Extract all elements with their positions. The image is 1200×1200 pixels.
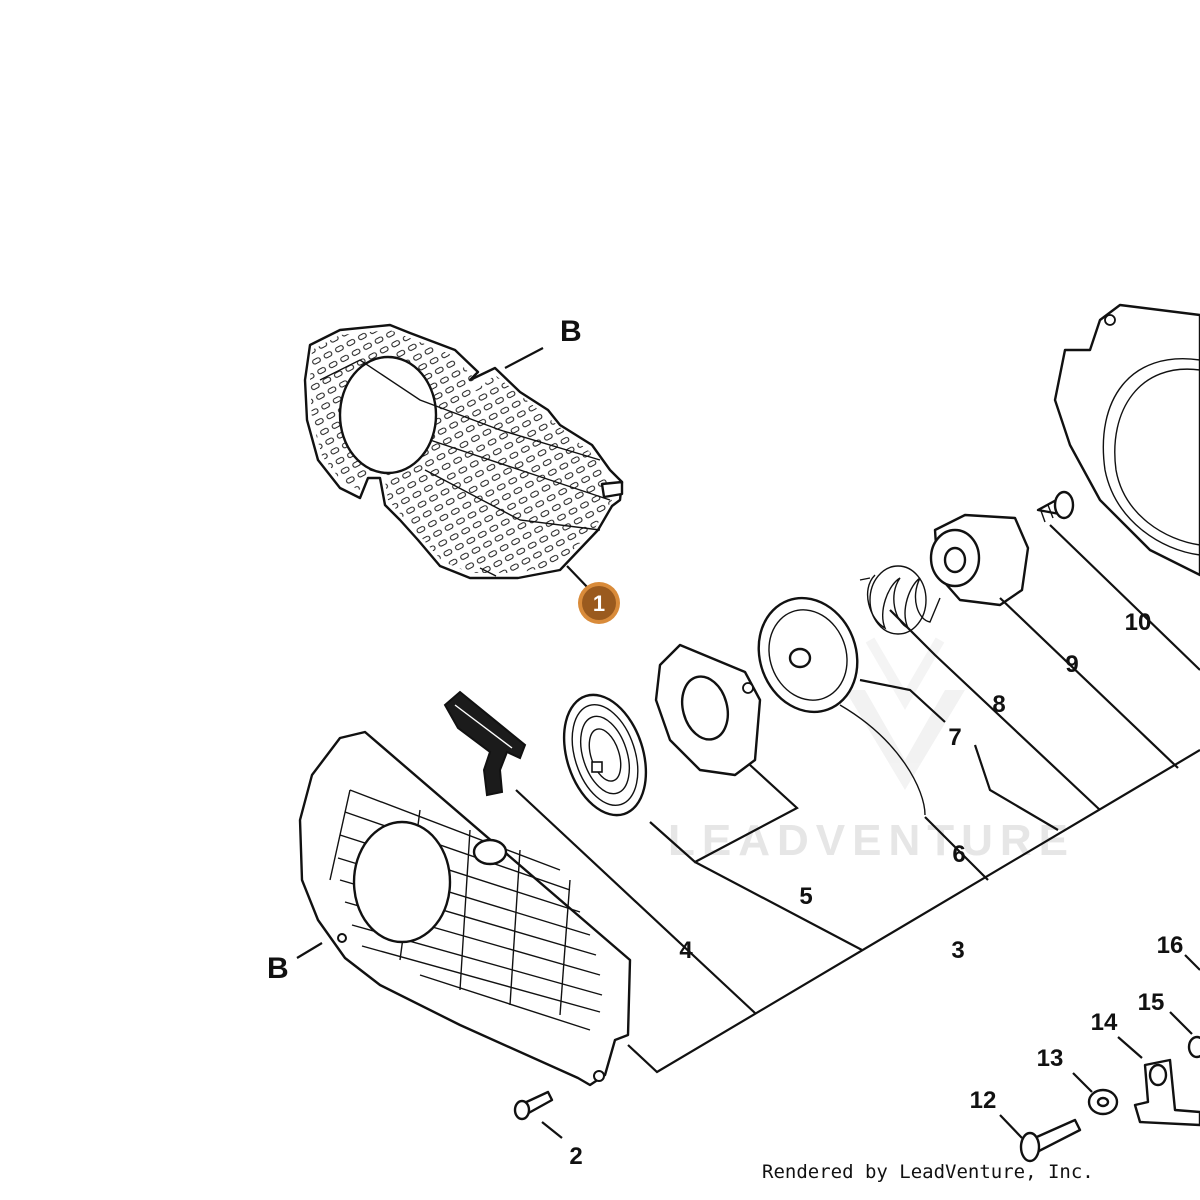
part-4-starter-grip[interactable]	[443, 690, 527, 797]
part-8-spring[interactable]	[859, 565, 941, 635]
part-5-rewind-spring[interactable]	[550, 684, 661, 825]
watermark-text: LEADVENTURE	[668, 816, 1075, 865]
callout-4: 4	[679, 937, 693, 964]
part-9-carrier[interactable]	[929, 513, 1030, 607]
callout-15: 15	[1138, 989, 1165, 1016]
part-13-washer[interactable]	[1087, 1088, 1119, 1116]
callout-16: 16	[1157, 932, 1184, 959]
part-12-bolt[interactable]	[1019, 1118, 1082, 1163]
part-5-spring-cover[interactable]	[654, 643, 762, 777]
leader-1	[566, 565, 591, 591]
leader-lines	[515, 524, 1200, 1139]
callout-3: 3	[951, 937, 964, 964]
callout-10: 10	[1125, 609, 1152, 636]
watermark-logo-icon	[845, 637, 965, 790]
part-10-screw[interactable]	[1036, 490, 1075, 523]
part-1-cover[interactable]	[303, 323, 624, 580]
leader-b-bottom	[296, 942, 323, 959]
callout-2: 2	[569, 1143, 582, 1170]
callout-5: 5	[799, 883, 812, 910]
callout-b-bottom: B	[267, 952, 289, 985]
callout-8: 8	[992, 691, 1005, 718]
callout-6: 6	[952, 841, 965, 868]
rendered-by-credit: Rendered by LeadVenture, Inc.	[762, 1161, 1094, 1183]
callout-1-label: 1	[593, 591, 605, 616]
part-15-ring[interactable]	[1187, 1035, 1200, 1059]
part-6-rope-rotor[interactable]	[743, 584, 926, 816]
callout-13: 13	[1037, 1045, 1064, 1072]
part-14-bracket[interactable]	[1133, 1058, 1200, 1127]
callout-b-top: B	[560, 315, 582, 348]
callout-14: 14	[1091, 1009, 1118, 1036]
part-3-housing[interactable]	[298, 730, 632, 1087]
callout-7: 7	[948, 724, 961, 751]
callout-12: 12	[970, 1087, 997, 1114]
callout-1-badge[interactable]: 1	[578, 582, 620, 624]
leader-b-top	[504, 347, 544, 369]
part-2-screw[interactable]	[513, 1090, 554, 1121]
callout-9: 9	[1065, 651, 1078, 678]
part-fan-housing-edge	[1053, 303, 1200, 577]
